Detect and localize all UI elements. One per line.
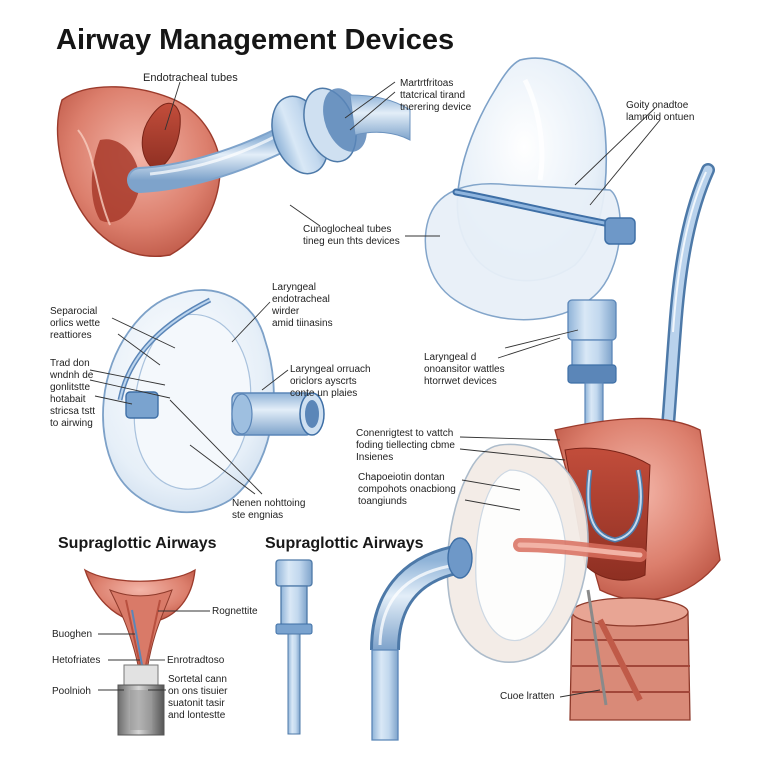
label-endotracheal-tubes: Endotracheal tubes [143, 72, 238, 84]
label-laryngeal-d: Laryngeal d onoansitor wattles htorrwet … [424, 352, 505, 387]
label-hetofriates: Hetofriates [52, 655, 101, 666]
endotracheal-tube [127, 87, 411, 193]
label-martfritoas: Martrtfritoas ttatcrical tirand tnererin… [400, 78, 472, 113]
label-poolnioh: Poolnioh [52, 686, 91, 697]
section-title-middle: Supraglottic Airways [265, 535, 424, 552]
label-separocial: Separocial orlics wette reattiores [50, 306, 101, 341]
label-goity: Goity onadtoe lamnoid ontuen [626, 100, 695, 123]
curved-tube-lower [370, 537, 473, 741]
label-rognetite: Rognettite [212, 606, 258, 617]
larynx-cross-section [83, 568, 196, 736]
label-nenen: Nenen nohttoing ste engnias [232, 498, 306, 521]
face-mask-lower [446, 443, 647, 664]
section-title-left: Supraglottic Airways [58, 535, 217, 552]
stylet-loop [585, 469, 644, 543]
laryngeal-mask-airway [102, 289, 325, 514]
face-mask-large [424, 57, 636, 474]
label-cuoe-lratten: Cuoe lratten [500, 691, 555, 702]
label-laryngeal-orruach: Laryngeal orruach oriclors ayscrts conte… [290, 364, 371, 399]
page-title: Airway Management Devices [56, 24, 455, 56]
label-enrotradtoso: Enrotradtoso [167, 655, 225, 666]
leader-lines [89, 81, 661, 698]
label-cunoglocheal-tubes: Cunoglocheal tubes tineg eun thts device… [303, 224, 400, 247]
label-laryngeal-endotracheal: Laryngeal endotracheal wirder amid tiina… [272, 282, 333, 329]
label-chapoelotin: Chapoeiotin dontan compohots onacbiong t… [358, 472, 456, 507]
label-conenrigtest: Conenrigtest to vattch foding tiellectin… [356, 428, 455, 463]
label-sortetal: Sortetal cann on ons tisuier suatonit ta… [168, 674, 228, 721]
label-buoghen: Buoghen [52, 629, 93, 640]
tube-connector-small [275, 559, 313, 735]
label-trad-don: Trad don wndnh de gonlitstte hotabait st… [50, 358, 96, 429]
